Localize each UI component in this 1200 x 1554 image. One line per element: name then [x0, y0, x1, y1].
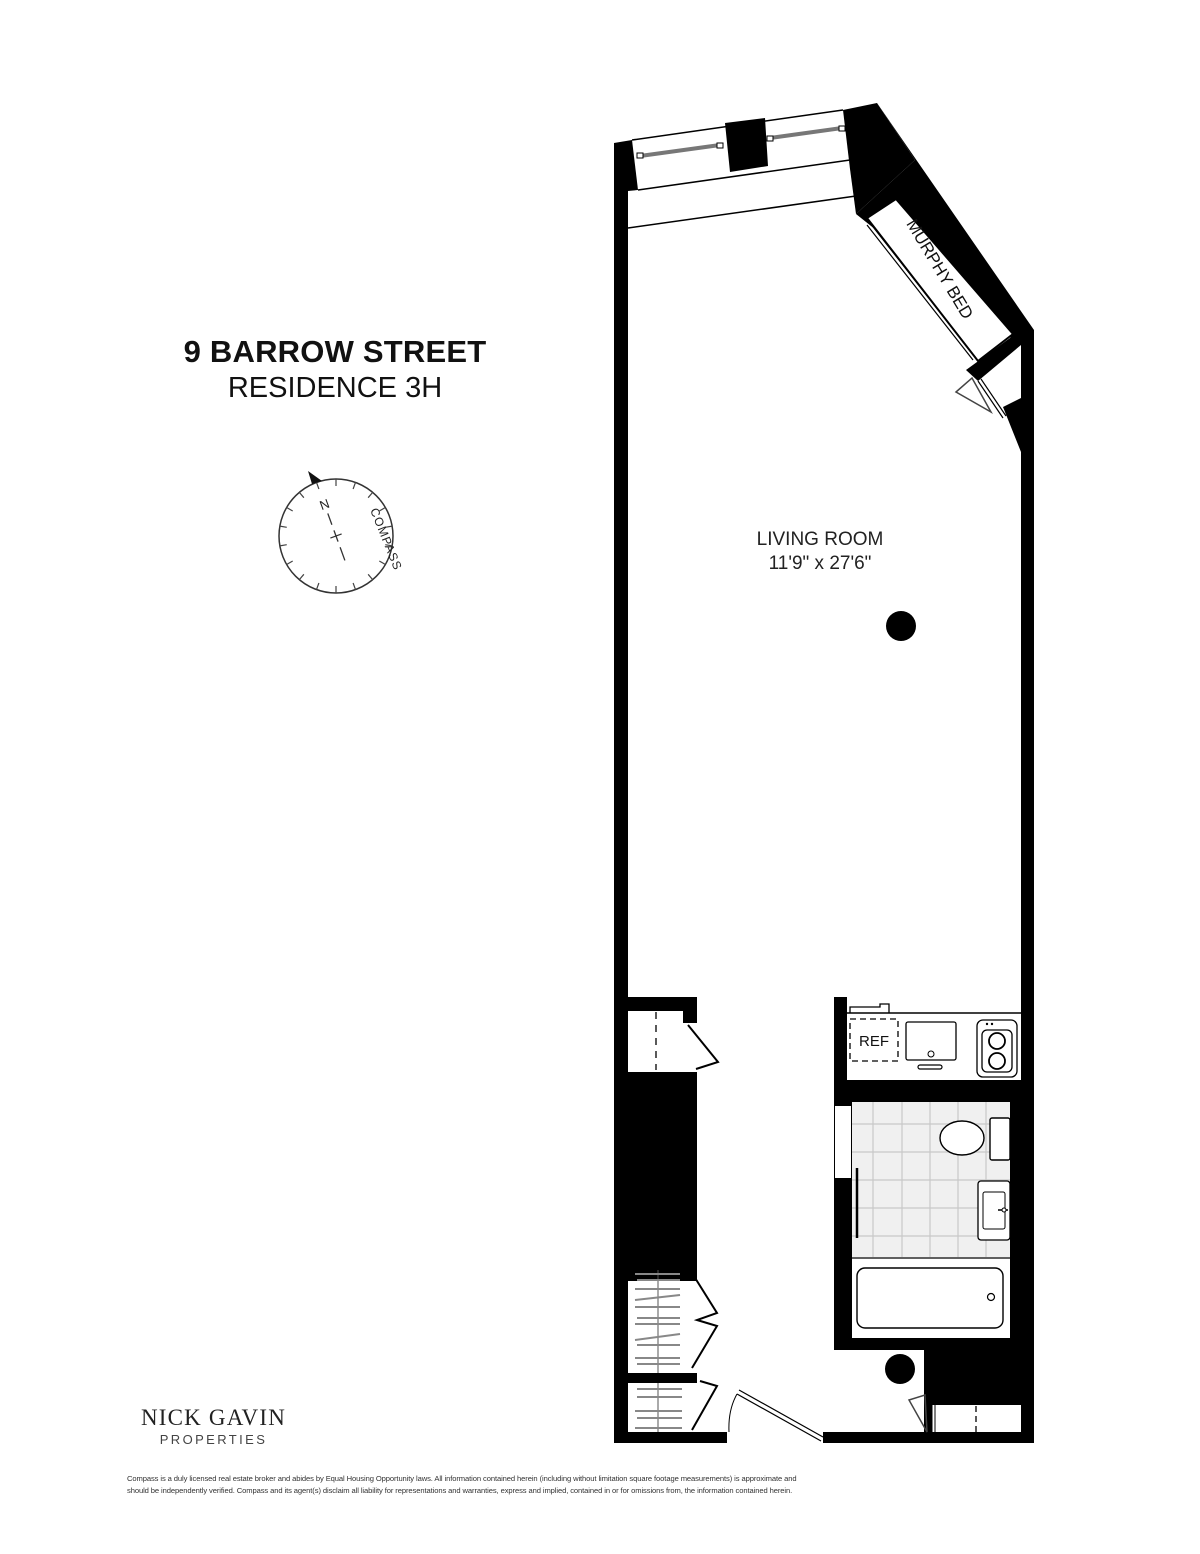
kitchen: REF	[834, 997, 1034, 1287]
title-block: 9 BARROW STREET RESIDENCE 3H	[140, 334, 530, 406]
windows	[627, 109, 857, 229]
logo-name: NICK GAVIN	[140, 1405, 287, 1430]
closet-door	[954, 376, 1007, 419]
column	[886, 611, 916, 641]
room-label-living-room: LIVING ROOM 11'9" x 27'6"	[720, 528, 920, 576]
disclaimer-line-2: should be independently verified. Compas…	[127, 1486, 793, 1495]
legal-disclaimer: Compass is a duly licensed real estate b…	[127, 1473, 1077, 1497]
bathroom	[834, 1102, 1034, 1350]
entrance-door	[728, 1389, 824, 1442]
refrigerator-label: REF	[859, 1033, 889, 1050]
room-name: LIVING ROOM	[756, 529, 884, 550]
room-dimensions: 11'9" x 27'6"	[768, 553, 872, 574]
column	[885, 1354, 915, 1384]
brokerage-logo: NICK GAVIN PROPERTIES	[126, 1405, 301, 1449]
residence-unit: RESIDENCE 3H	[227, 372, 443, 404]
utility-closet	[907, 1350, 1034, 1433]
compass-icon: N COMPASS	[278, 471, 405, 594]
disclaimer-line-1: Compass is a duly licensed real estate b…	[127, 1474, 797, 1483]
building-address: 9 BARROW STREET	[183, 334, 487, 369]
compass-north-label: N	[318, 496, 332, 513]
left-closets	[614, 997, 720, 1432]
logo-tagline: PROPERTIES	[159, 1432, 268, 1447]
